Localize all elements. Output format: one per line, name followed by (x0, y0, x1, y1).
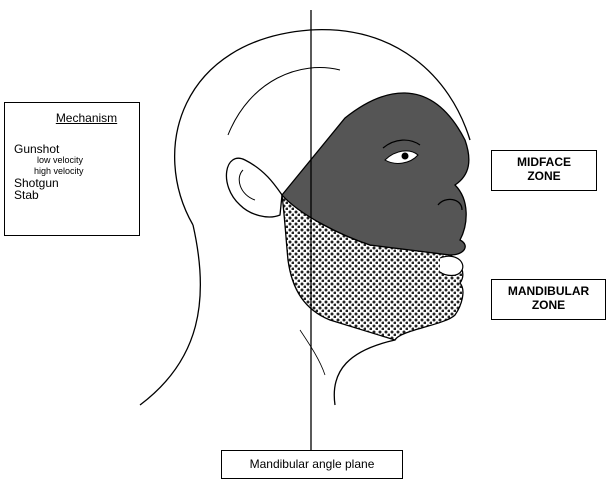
mechanism-title: Mechanism (34, 111, 139, 125)
mechanism-low-velocity: low velocity (14, 155, 139, 166)
mandibular-label-line2: ZONE (492, 298, 605, 312)
mandibular-zone-label: MANDIBULAR ZONE (491, 279, 606, 320)
neck-front-outline (334, 340, 395, 405)
mechanism-stab: Stab (14, 189, 139, 201)
ear-outline (226, 158, 282, 217)
mandibular-angle-plane-label: Mandibular angle plane (221, 450, 403, 479)
midface-label-line1: MIDFACE (492, 155, 596, 169)
mechanism-legend: Mechanism Gunshot low velocity high velo… (4, 102, 140, 236)
lips (440, 256, 463, 275)
mechanism-gunshot: Gunshot (14, 143, 139, 155)
neck-shade-line (300, 330, 325, 375)
midface-label-line2: ZONE (492, 169, 596, 183)
scalp-inner-line (228, 68, 340, 135)
neck-back-outline (140, 225, 200, 405)
eye-pupil (402, 153, 409, 160)
midface-zone-label: MIDFACE ZONE (491, 150, 597, 191)
mandibular-label-line1: MANDIBULAR (492, 284, 605, 298)
